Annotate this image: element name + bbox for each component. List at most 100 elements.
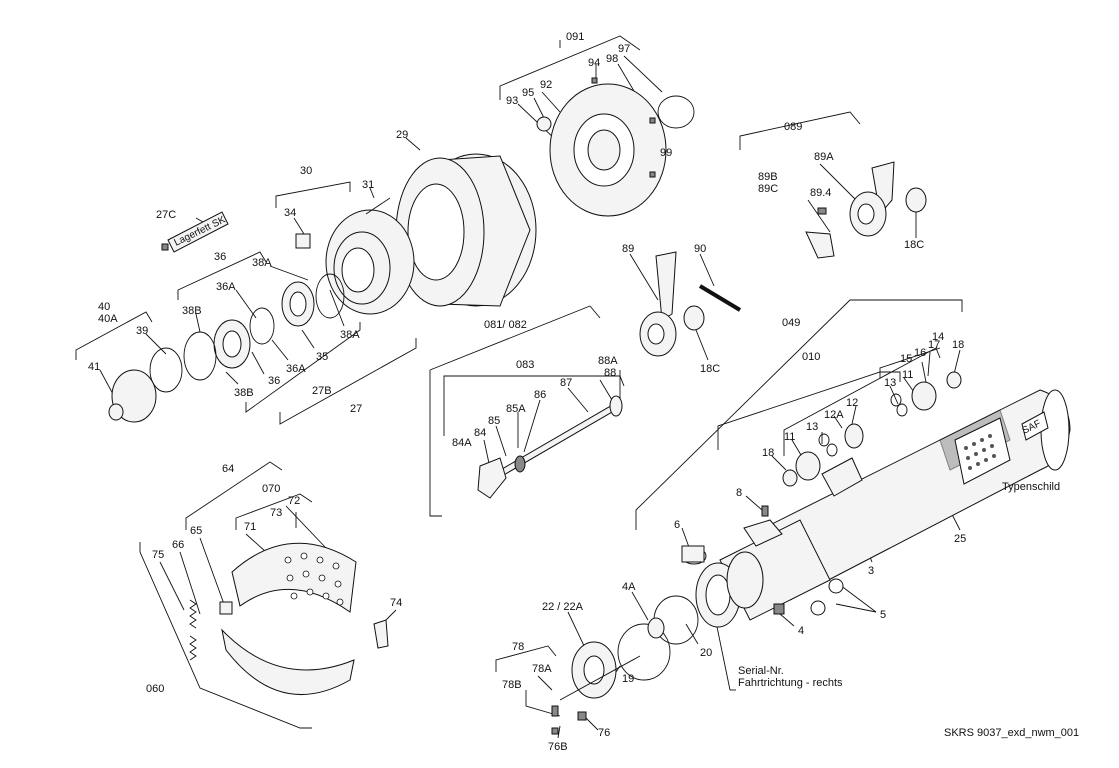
bushing-body — [681, 545, 705, 563]
clip-74 — [373, 619, 389, 649]
label-74: 74 — [390, 597, 402, 609]
roller-66 — [219, 601, 233, 615]
label-089: 089 — [784, 121, 802, 133]
label-84: 84 — [474, 427, 486, 439]
label-36A-bottom: 36A — [286, 363, 306, 375]
label-5: 5 — [880, 609, 886, 621]
bracket-lines — [75, 35, 1031, 739]
label-4A: 4A — [622, 581, 636, 593]
label-fahrtrichtung: Fahrtrichtung - rechts — [738, 677, 843, 689]
bearing-35-bore — [289, 291, 307, 317]
axle-end-housing — [695, 519, 831, 628]
label-64: 64 — [222, 463, 234, 475]
label-78B: 78B — [502, 679, 522, 691]
label-18C-a: 18C — [904, 239, 924, 251]
label-76B: 76B — [548, 741, 568, 753]
label-12A: 12A — [824, 409, 844, 421]
ring-19 — [617, 623, 671, 681]
label-36-bottom: 36 — [268, 375, 280, 387]
hub-cap — [571, 641, 617, 699]
ring-36A — [249, 307, 275, 345]
label-88: 88 — [604, 367, 616, 379]
label-40A: 40A — [98, 313, 118, 325]
label-8: 8 — [736, 487, 742, 499]
label-13-b: 13 — [806, 421, 818, 433]
nut — [773, 603, 785, 615]
label-99: 99 — [660, 147, 672, 159]
label-3: 3 — [868, 565, 874, 577]
pin-78 — [559, 655, 641, 701]
label-95: 95 — [522, 87, 534, 99]
label-27: 27 — [350, 403, 362, 415]
slack-adjuster-089 — [805, 161, 927, 259]
wheel-hub — [325, 209, 415, 315]
label-98: 98 — [606, 53, 618, 65]
label-18-a: 18 — [952, 339, 964, 351]
type-plate — [954, 411, 1049, 485]
label-78A: 78A — [532, 663, 552, 675]
label-13-a: 13 — [884, 377, 896, 389]
label-18-b: 18 — [762, 447, 774, 459]
label-85A: 85A — [506, 403, 526, 415]
drawing-reference: SKRS 9037_exd_nwm_001 — [944, 727, 1079, 739]
grease-tube — [161, 211, 229, 253]
label-lagerfett: Lagerfett SK — [172, 214, 227, 248]
label-84A: 84A — [452, 437, 472, 449]
label-39: 39 — [136, 325, 148, 337]
label-010: 010 — [802, 351, 820, 363]
brake-drum — [395, 153, 537, 307]
label-11-b: 11 — [784, 431, 795, 443]
label-73: 73 — [270, 507, 282, 519]
label-89A: 89A — [814, 151, 834, 163]
spring-75b — [189, 635, 197, 661]
label-36A: 36A — [216, 281, 236, 293]
label-27C: 27C — [156, 209, 176, 221]
label-66: 66 — [172, 539, 184, 551]
label-90: 90 — [694, 243, 706, 255]
camshaft — [477, 395, 623, 499]
label-36-top: 36 — [214, 251, 226, 263]
bolt-8 — [761, 505, 769, 517]
label-19: 19 — [622, 673, 634, 685]
label-97: 97 — [618, 43, 630, 55]
label-30: 30 — [300, 165, 312, 177]
ball-lower — [810, 600, 826, 616]
label-38A-top: 38A — [252, 257, 272, 269]
label-typenschild: Typenschild — [1002, 481, 1060, 493]
label-15: 15 — [900, 353, 912, 365]
label-060: 060 — [146, 683, 164, 695]
label-38A-bottom: 38A — [340, 329, 360, 341]
label-75: 75 — [152, 549, 164, 561]
ring-38A — [315, 273, 345, 319]
label-16: 16 — [914, 347, 926, 359]
label-20: 20 — [700, 647, 712, 659]
label-4: 4 — [798, 625, 804, 637]
label-22-22A: 22 / 22A — [542, 601, 584, 613]
label-25: 25 — [954, 533, 966, 545]
clip-76 — [577, 711, 587, 721]
wheel-nut — [295, 233, 311, 249]
label-serial: Serial-Nr. — [738, 665, 784, 677]
ring-38B — [183, 331, 217, 381]
label-87: 87 — [560, 377, 572, 389]
label-17: 17 — [928, 339, 940, 351]
label-72: 72 — [288, 495, 300, 507]
label-76: 76 — [598, 727, 610, 739]
label-89: 89 — [622, 243, 634, 255]
label-88A: 88A — [598, 355, 618, 367]
label-091: 091 — [566, 31, 584, 43]
ring-41 — [108, 403, 124, 421]
label-65: 65 — [190, 525, 202, 537]
label-34: 34 — [284, 207, 296, 219]
label-71: 71 — [244, 521, 256, 533]
slack-adjuster-89 — [639, 251, 742, 357]
label-38B-bottom: 38B — [234, 387, 254, 399]
label-89B: 89B — [758, 171, 778, 183]
wheel-bolt — [365, 197, 391, 215]
label-86: 86 — [534, 389, 546, 401]
label-94: 94 — [588, 57, 600, 69]
label-93: 93 — [506, 95, 518, 107]
label-049: 049 — [782, 317, 800, 329]
label-85: 85 — [488, 415, 500, 427]
